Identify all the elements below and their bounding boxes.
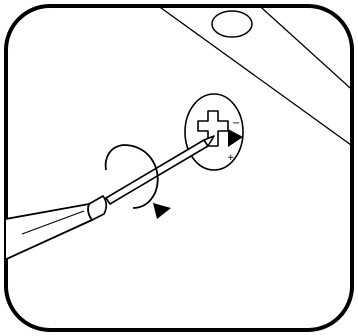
removal-direction-arrow bbox=[228, 129, 243, 147]
screwdriver bbox=[6, 135, 215, 263]
panel-oval-hole bbox=[211, 10, 253, 38]
screwdriver-handle bbox=[6, 203, 93, 263]
rotation-arrow-front bbox=[123, 144, 159, 209]
screw-mark-plus: + bbox=[227, 153, 235, 163]
rotation-arrow-back bbox=[104, 144, 125, 171]
panel-edge-inner bbox=[252, 6, 352, 96]
frame-border bbox=[4, 4, 354, 332]
phillips-cross bbox=[197, 110, 229, 147]
screwdriver-handle-shading bbox=[21, 210, 85, 235]
screwdriver-tip bbox=[203, 135, 215, 147]
panel-edge-outer bbox=[149, 6, 352, 151]
screw-head: − + bbox=[184, 93, 244, 171]
rotation-arrowhead bbox=[153, 203, 171, 219]
screw-mark-minus: − bbox=[232, 118, 240, 129]
rotation-arrow bbox=[104, 144, 171, 219]
